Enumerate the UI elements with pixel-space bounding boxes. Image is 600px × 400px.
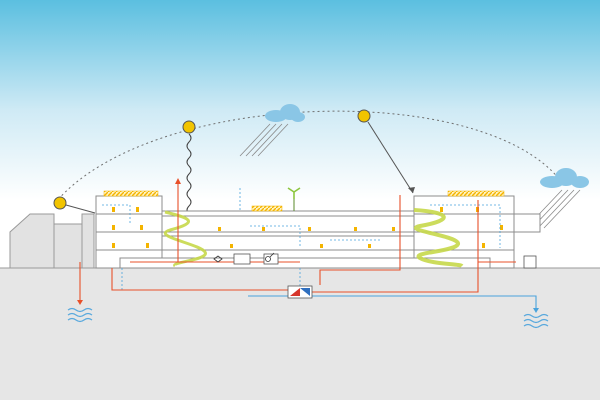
wind-turbine-icon bbox=[287, 187, 301, 211]
sun-ray-arrowhead bbox=[408, 187, 415, 193]
sun-icon-middle bbox=[182, 120, 196, 134]
cool-pipe-arrow-right bbox=[533, 308, 539, 313]
basement bbox=[119, 257, 491, 269]
solar-panel-left bbox=[103, 190, 159, 197]
neighbouring-house-icon bbox=[9, 213, 95, 269]
cloud-icon-left bbox=[265, 104, 305, 122]
sun-ray-right bbox=[367, 121, 414, 194]
ventilation-flows bbox=[102, 188, 501, 292]
spiral-ramp-icon-left bbox=[164, 210, 207, 268]
occupant-markers bbox=[112, 207, 503, 248]
water-waves-icon-right bbox=[523, 313, 549, 329]
utility-room bbox=[233, 253, 537, 269]
sun-icon-right bbox=[357, 109, 371, 123]
rain-icon-left bbox=[239, 123, 289, 157]
water-waves-icon-left bbox=[67, 307, 93, 323]
sky-background bbox=[0, 0, 600, 200]
sun-ray-wavy bbox=[186, 133, 192, 215]
fan-icon bbox=[213, 255, 223, 263]
warm-pipes bbox=[79, 182, 516, 300]
building-section bbox=[95, 195, 541, 269]
warm-pipe-arrow-top bbox=[175, 178, 181, 184]
sun-path-arc bbox=[54, 110, 561, 204]
warm-pipe-arrow-left bbox=[77, 300, 83, 305]
spiral-ramp-icon-right bbox=[413, 208, 464, 268]
solar-panel-right bbox=[447, 190, 505, 197]
heat-pump-icon bbox=[265, 252, 275, 262]
solar-panel-middle bbox=[251, 205, 283, 212]
sun-icon-left bbox=[53, 196, 67, 210]
cool-pipes bbox=[248, 295, 537, 310]
heat-exchanger-icon bbox=[287, 285, 313, 299]
sun-ray-left bbox=[65, 204, 96, 214]
cloud-icon-right bbox=[540, 168, 589, 188]
